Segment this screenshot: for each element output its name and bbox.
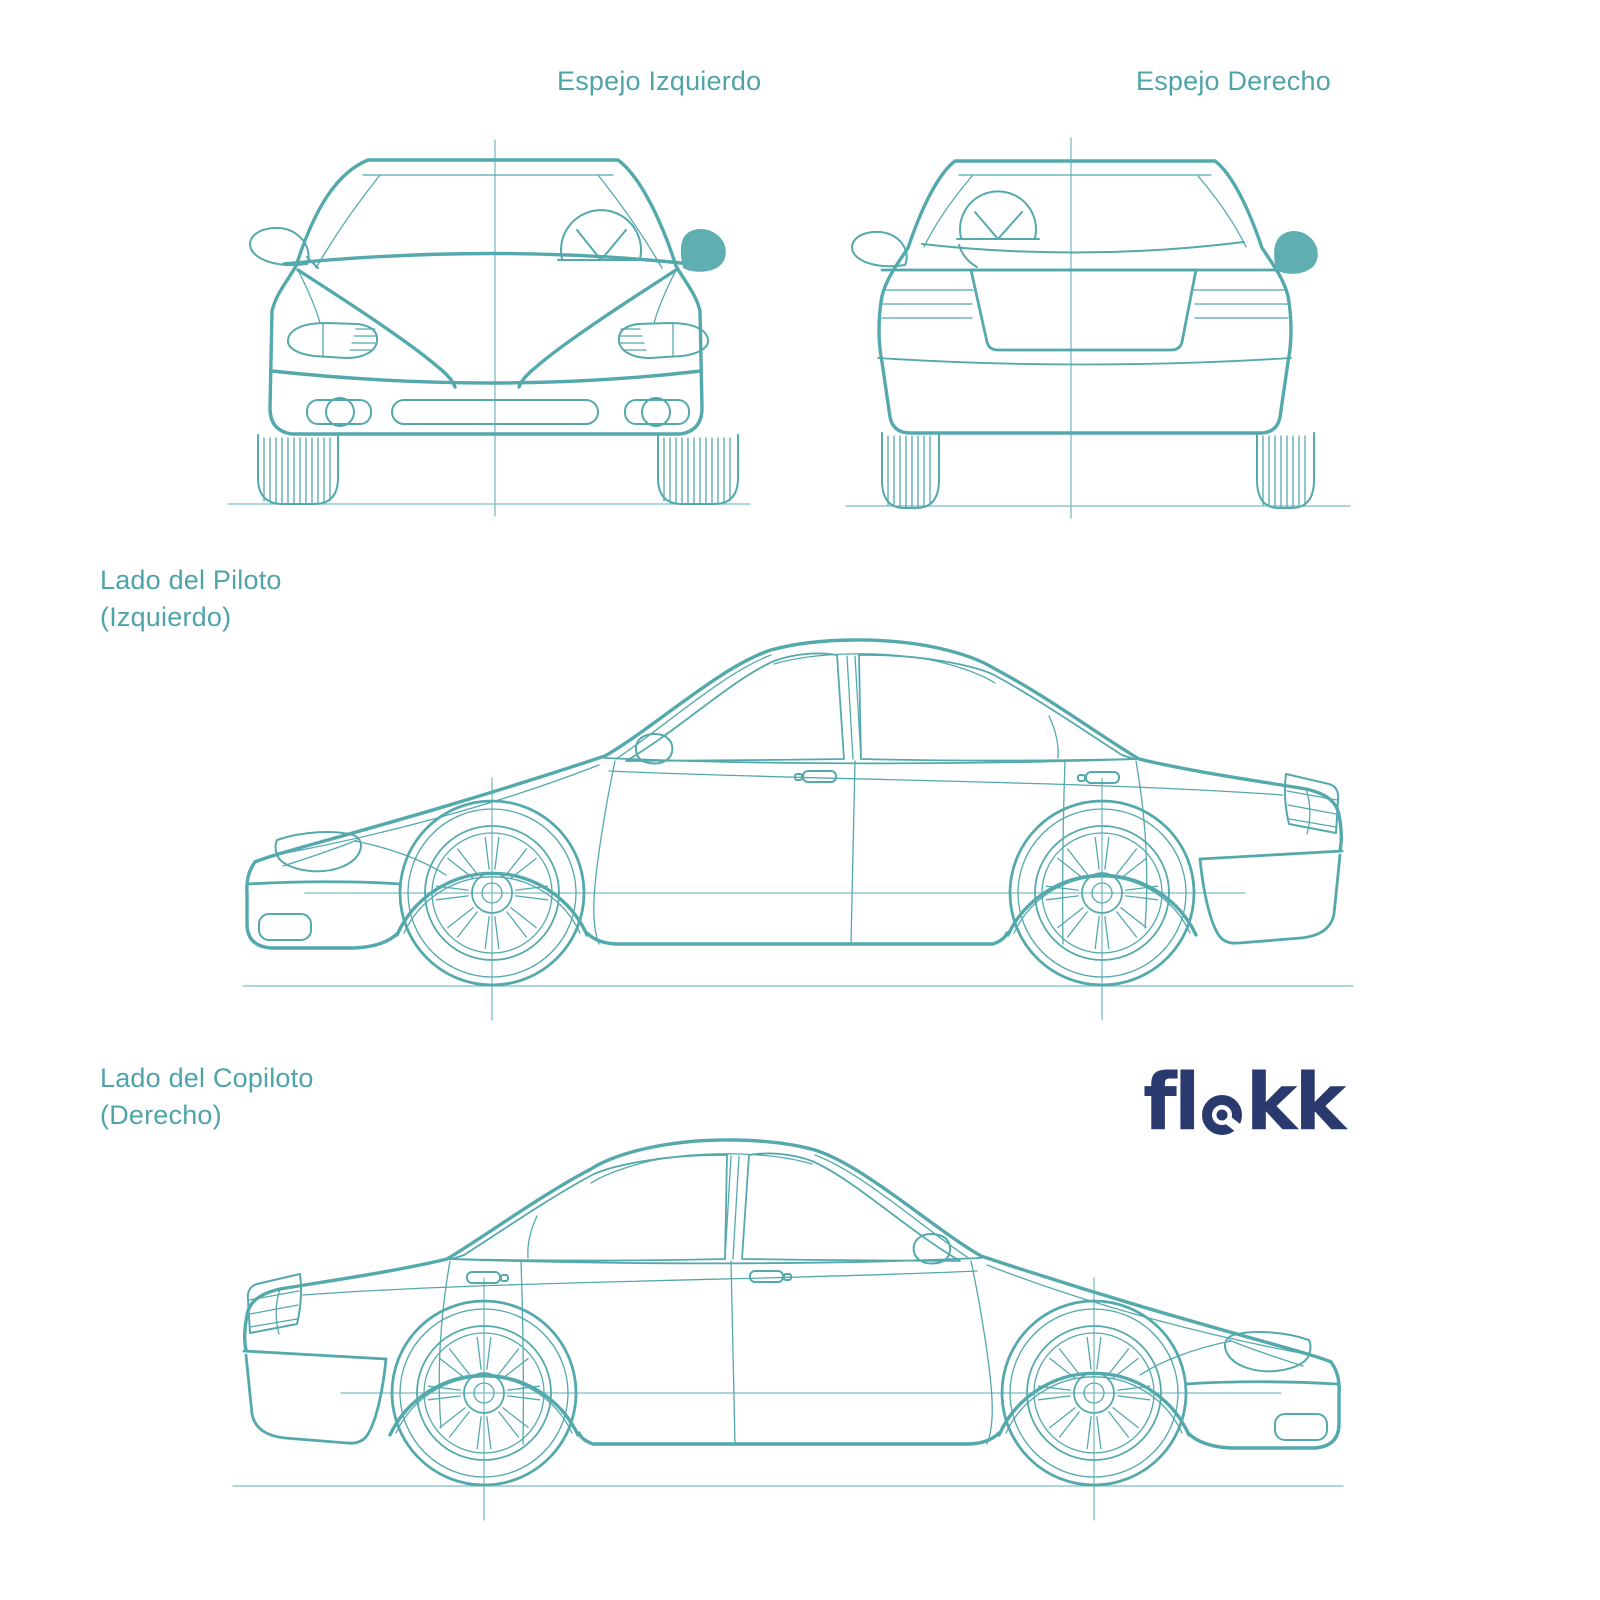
flekk-logo-kk: kk: [1245, 1058, 1347, 1148]
front-wheel-left-tread: [263, 437, 331, 504]
label-lado-copiloto: Lado del Copiloto (Derecho): [100, 1060, 314, 1134]
rear-door-handle-key: [1077, 774, 1086, 782]
rear-trunk-recess: [969, 268, 1198, 352]
fender-crease: [354, 840, 447, 876]
front-bumper-outline: [245, 860, 400, 950]
front-foglamp-left: [306, 399, 372, 425]
wheel-arches: [395, 871, 1198, 937]
front-foglamp-right-bulb: [641, 397, 671, 427]
character-line: [608, 770, 1284, 796]
right-mirror-highlighted: [1274, 230, 1318, 274]
front-grille-slot: [391, 399, 599, 425]
hood-crease: [274, 764, 600, 856]
rocker-sill: [585, 931, 1009, 946]
side-car-mirrored: [233, 1140, 1343, 1520]
side-wheel-guides: [304, 777, 1246, 1021]
front-headlight-right-detail: [619, 322, 674, 358]
side-mirror: [635, 733, 674, 765]
flekk-logo-e-icon: [1201, 1095, 1242, 1135]
front-fender-creases: [297, 269, 677, 324]
rear-fender-line: [1135, 760, 1148, 929]
front-door-handle-key: [794, 773, 803, 781]
car-side-view-pilot-drawing: [242, 638, 1354, 1021]
flekk-logo-fl: fl: [1143, 1058, 1201, 1148]
front-headlight-left: [286, 322, 379, 359]
front-bumper-seam: [270, 369, 703, 385]
front-door-window: [625, 652, 845, 762]
front-bumper-top-line: [247, 880, 402, 886]
right-mirror-outline: [249, 226, 319, 269]
headlight-inner-line: [282, 839, 358, 867]
left-mirror-outline: [851, 230, 908, 268]
front-door-edge: [593, 760, 616, 945]
front-windshield-bottom: [282, 251, 693, 266]
rear-wheel-right: [1256, 432, 1315, 509]
car-side-view-copilot-drawing: [233, 1128, 1343, 1528]
car-front-view-drawing: [227, 139, 751, 517]
rear-body-silhouette: [877, 159, 1293, 435]
front-headlight-left-detail: [322, 322, 377, 358]
rear-bumper-seam: [877, 357, 1292, 366]
front-wheel-right: [657, 434, 739, 505]
rear-bumper-seam-line: [1198, 849, 1344, 861]
headlight: [274, 831, 362, 873]
rear-door-window: [858, 654, 1135, 762]
taillight-stripes: [1286, 790, 1338, 828]
flekk-logo: fl kk: [1143, 1058, 1347, 1148]
label-lado-copiloto-line2: (Derecho): [100, 1100, 222, 1130]
rear-taillight-stripes: [881, 289, 1289, 319]
left-mirror-highlighted: [680, 228, 726, 272]
front-wheel-left: [257, 434, 339, 505]
car-rear-view-drawing: [845, 137, 1351, 519]
label-espejo-izquierdo: Espejo Izquierdo: [557, 66, 762, 96]
flekk-logo-e-dot: [1216, 1109, 1228, 1121]
a-pillar-inner: [615, 654, 772, 760]
side-body-silhouette: [253, 638, 1344, 864]
trunk-gap-line: [1305, 788, 1311, 835]
roof-inner-line: [773, 653, 996, 684]
label-lado-piloto-line1: Lado del Piloto: [100, 565, 282, 595]
quarter-window-divider: [1048, 715, 1059, 759]
foglamp: [258, 913, 312, 941]
front-door-handle: [802, 770, 837, 783]
front-foglamp-left-bulb: [325, 397, 355, 427]
wheel-arch-lips: [403, 876, 1191, 934]
rear-door-edge: [1061, 760, 1066, 945]
rear-steering-wheel: [956, 190, 1040, 268]
front-steering-wheel: [557, 209, 645, 261]
rear-wheel-right-tread: [1262, 435, 1306, 508]
label-lado-copiloto-line1: Lado del Copiloto: [100, 1063, 314, 1093]
taillight: [1284, 773, 1340, 834]
rear-c-pillars: [923, 175, 1247, 248]
rear-wheel-left-tread: [887, 435, 931, 508]
label-lado-piloto-line2: (Izquierdo): [100, 602, 232, 632]
label-espejo-derecho: Espejo Derecho: [1136, 66, 1331, 96]
front-wheel-right-tread: [663, 437, 731, 504]
label-lado-piloto: Lado del Piloto (Izquierdo): [100, 562, 282, 636]
front-headlight-right: [617, 322, 710, 359]
rear-bumper-outline: [1198, 853, 1342, 945]
front-body-silhouette: [268, 158, 704, 436]
side-car-drawing: [242, 638, 1354, 1021]
front-hood-v-lines: [296, 268, 678, 389]
rear-window-bottom: [921, 241, 1245, 254]
rear-wheel-left: [881, 432, 940, 509]
front-foglamp-right: [624, 399, 690, 425]
b-pillar: [846, 655, 862, 945]
